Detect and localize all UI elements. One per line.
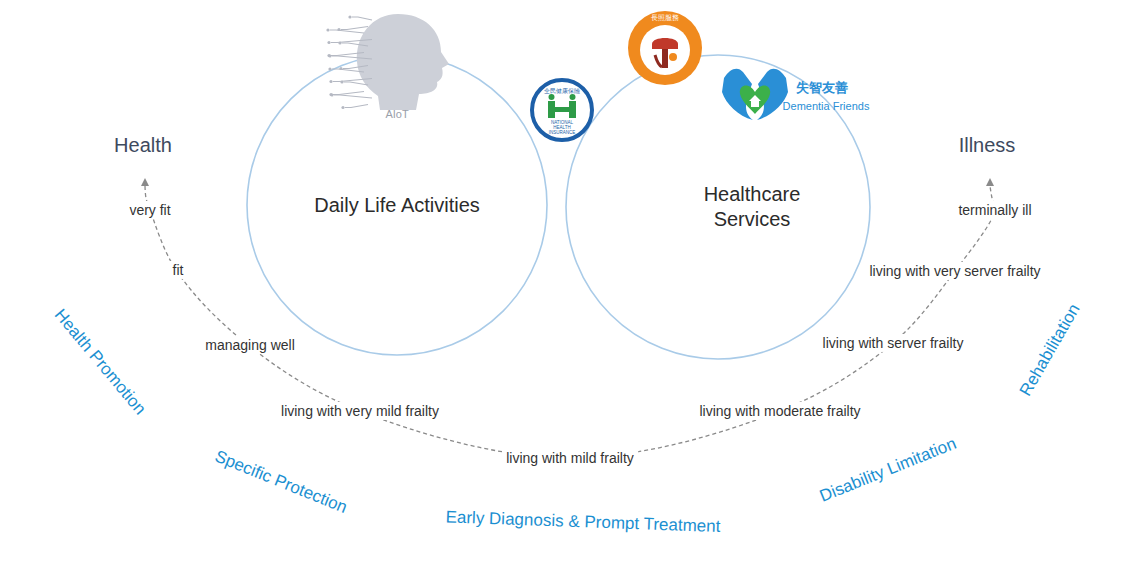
long-term-care-logo	[628, 11, 702, 85]
axis-end: Illness	[959, 134, 1016, 157]
stage-label: living with very mild frailty	[277, 402, 443, 420]
region-title: Daily Life Activities	[312, 193, 482, 218]
prevention-level: Specific Protection	[212, 447, 350, 518]
stage-label: very fit	[125, 201, 174, 219]
stage-label: living with mild frailty	[502, 449, 638, 467]
dementia-friends-logo	[722, 69, 788, 120]
circle-outline	[564, 53, 872, 361]
nhi-logo	[532, 80, 592, 140]
logo-caption: 長照服務	[651, 14, 679, 22]
prevention-level: Health Promotion	[50, 305, 149, 418]
axis-end: Health	[114, 134, 172, 157]
stage-label: terminally ill	[954, 201, 1035, 219]
stage-label: managing well	[201, 336, 299, 354]
prevention-level: Disability Limitation	[817, 434, 959, 507]
circle-region: Healthcare Services	[564, 53, 872, 361]
logo-caption: Dementia Friends	[783, 100, 870, 113]
logo-caption: AIoT	[385, 108, 408, 121]
arrow-head	[141, 178, 149, 186]
arrow-head	[986, 178, 994, 186]
prevention-level: Early Diagnosis & Prompt Treatment	[445, 507, 720, 536]
prevention-level: Rehabilitation	[1016, 301, 1084, 400]
stage-label: living with server frailty	[819, 334, 968, 352]
logo-caption: NATIONAL HEALTH INSURANCE	[542, 120, 582, 136]
aiot-head	[330, 14, 449, 110]
region-title: Healthcare Services	[667, 182, 837, 232]
stage-label: fit	[169, 261, 188, 279]
stage-label: living with very server frailty	[865, 262, 1044, 280]
logo-caption: 全民健康保險	[544, 88, 580, 95]
stage-label: living with moderate frailty	[695, 402, 864, 420]
dashed-curve	[145, 186, 995, 458]
logo-caption: 失智友善	[796, 81, 848, 96]
